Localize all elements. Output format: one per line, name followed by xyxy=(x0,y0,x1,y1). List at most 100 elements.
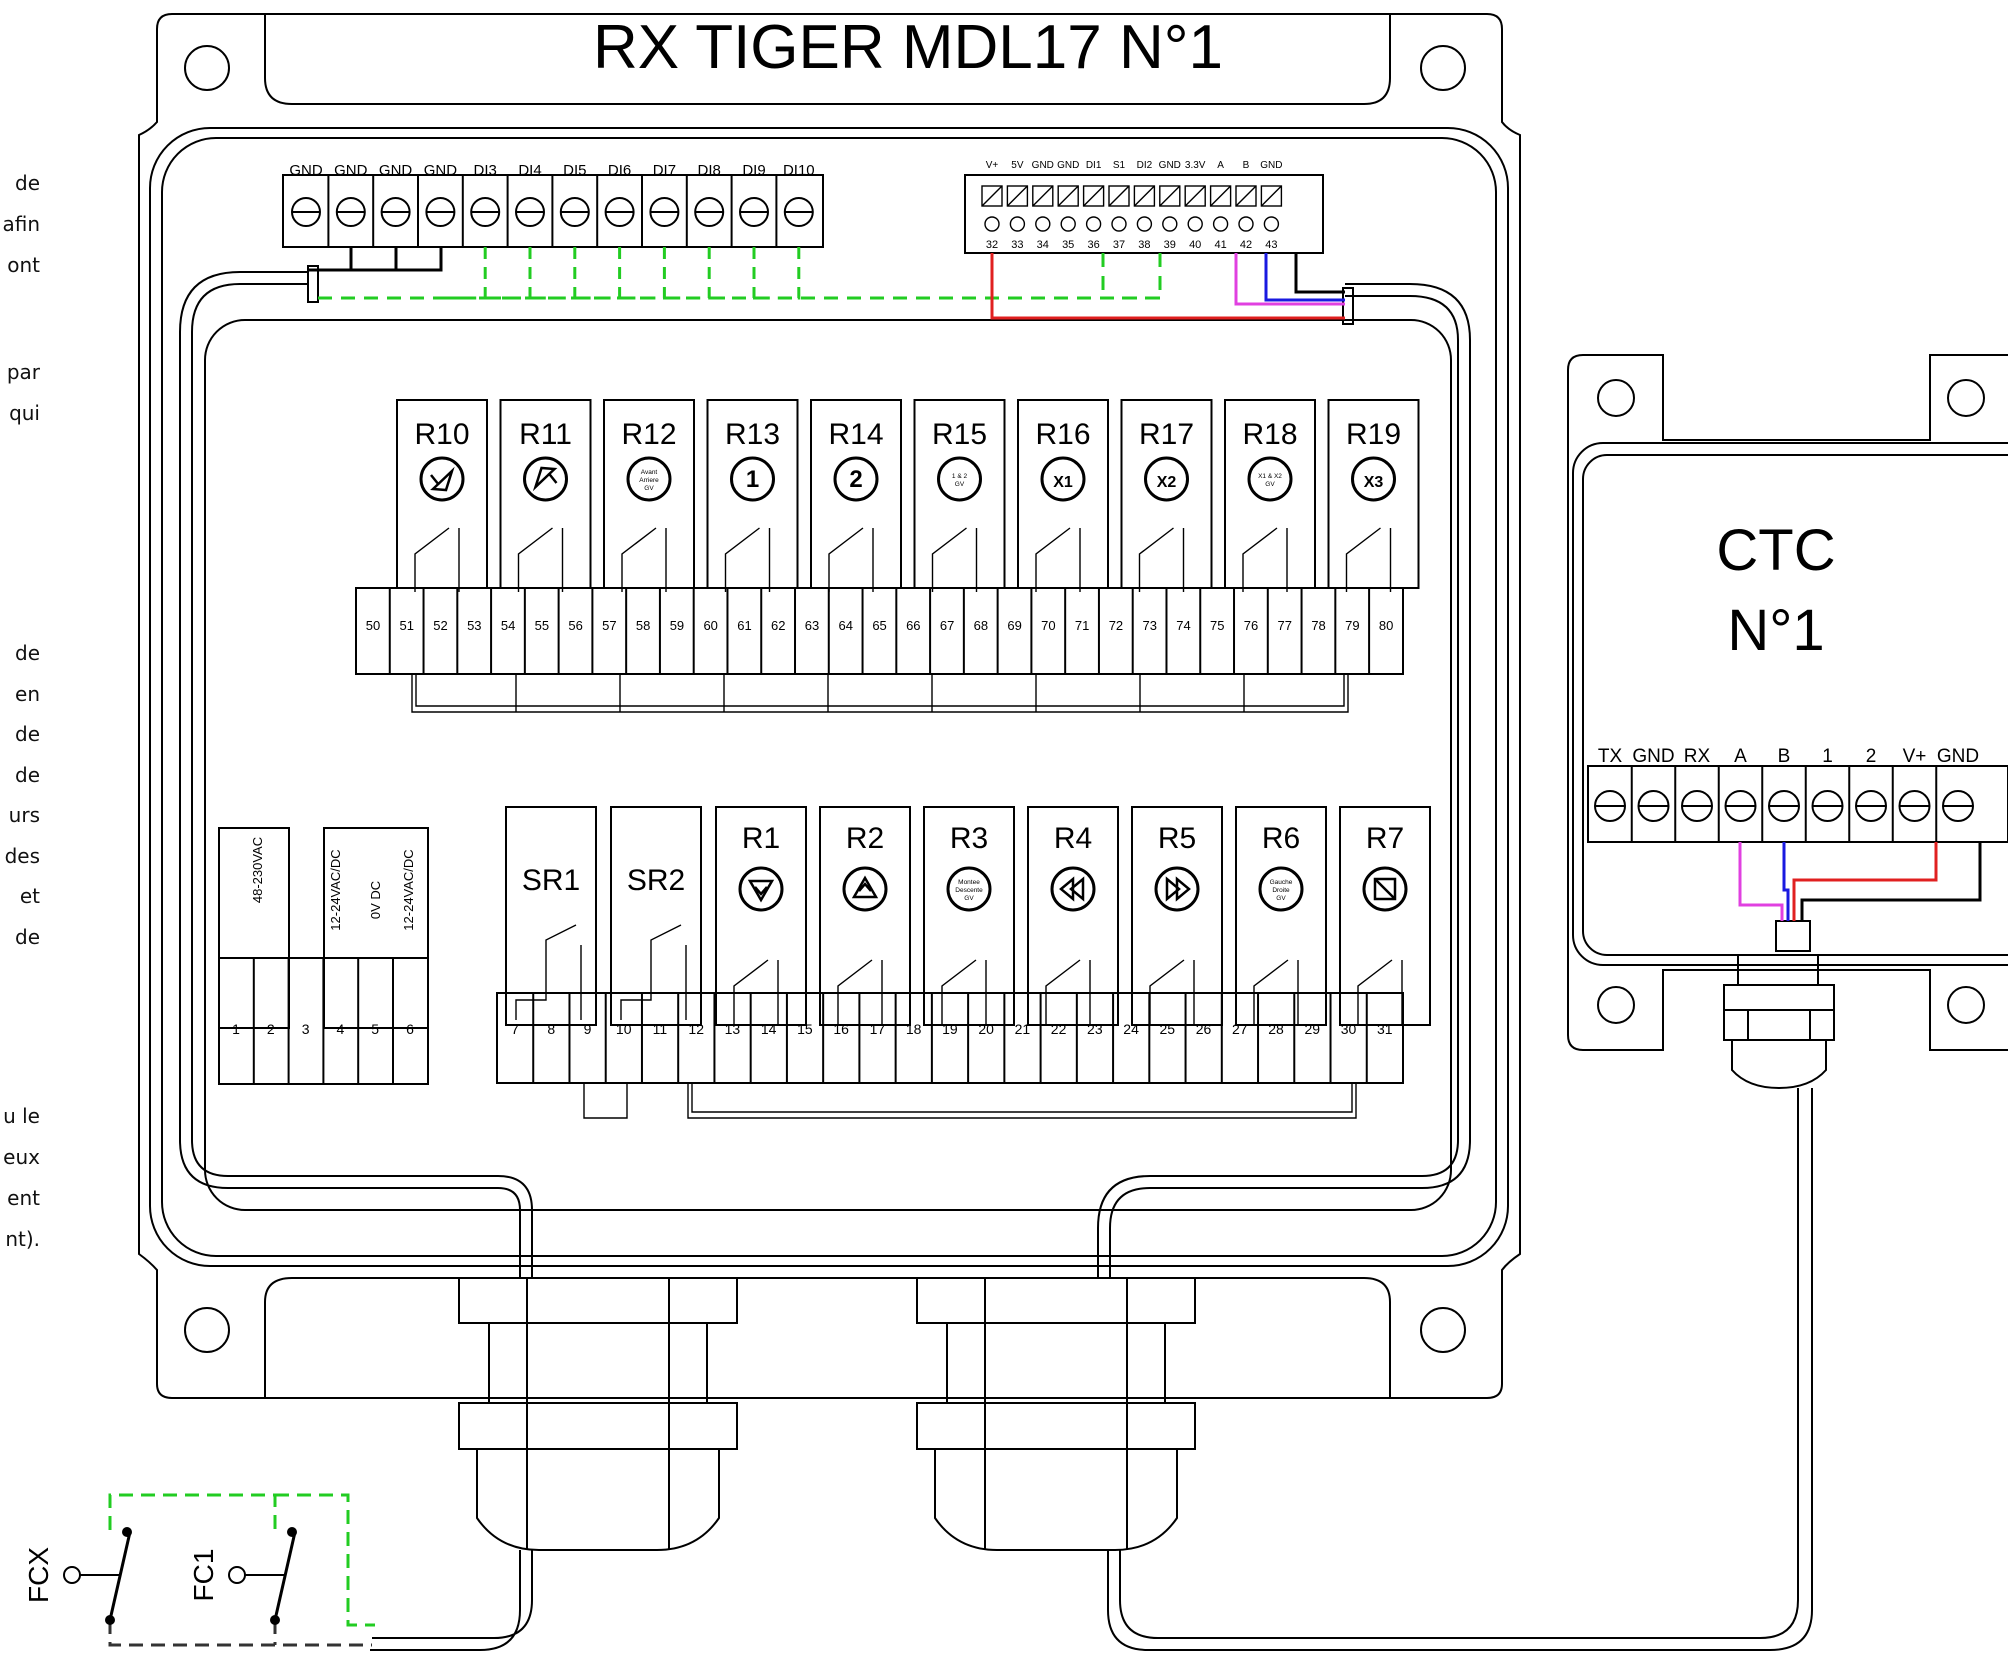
relay-contact xyxy=(414,527,460,592)
ctc-gland-ring-icon xyxy=(1723,984,1835,1011)
di-label: DI9 xyxy=(742,162,765,179)
text-badge-icon xyxy=(946,866,992,912)
relay-body xyxy=(1131,806,1223,1026)
terminal-number: 62 xyxy=(771,618,785,633)
relay-contact xyxy=(931,527,978,592)
io-pin-icon xyxy=(984,216,1000,232)
relay-label: R5 xyxy=(1158,822,1196,855)
margin-text-line: eux xyxy=(3,1145,40,1169)
text-badge-icon xyxy=(626,456,672,502)
relay-contact xyxy=(1138,527,1185,592)
rx-title: RX TIGER MDL17 N°1 xyxy=(593,13,1223,82)
power-dc-block xyxy=(323,827,429,1029)
terminal-number: 3 xyxy=(302,1021,310,1037)
io-pin-icon xyxy=(1263,216,1280,232)
number-badge-icon xyxy=(1351,456,1396,502)
relay-body xyxy=(715,806,807,1026)
margin-text-line: de xyxy=(15,722,40,746)
badge-text: GV xyxy=(644,485,654,492)
di-label: GND xyxy=(379,162,413,179)
arrow-right-triangle-icon xyxy=(430,466,455,492)
relay-r1 xyxy=(715,806,807,1026)
badge-text: Avant xyxy=(641,469,658,476)
badge-text: GV xyxy=(964,895,974,902)
ctc-terminal-label: TX xyxy=(1598,746,1623,767)
terminal-number: 30 xyxy=(1341,1021,1357,1037)
io-pin-icon xyxy=(1060,216,1076,232)
terminal-number: 74 xyxy=(1176,618,1190,633)
terminal-number: 59 xyxy=(670,618,684,633)
badge-text: X3 xyxy=(1364,474,1384,491)
relay-contact xyxy=(515,924,582,1020)
terminal-number: 80 xyxy=(1379,618,1393,633)
mounting-hole-icon xyxy=(1420,45,1466,91)
relay-contact xyxy=(621,527,667,592)
mounting-hole-icon xyxy=(184,1307,230,1353)
stop-mark-icon xyxy=(1373,877,1397,901)
upper-terminal-strip xyxy=(355,587,1404,675)
di-wire xyxy=(574,247,622,300)
terminal-number: 60 xyxy=(703,618,717,633)
arrow-left-triangle-icon xyxy=(532,466,558,492)
ctc-title: N°1 xyxy=(1727,598,1824,663)
io-slot-mark xyxy=(1184,185,1206,207)
badge-text: Montee xyxy=(958,879,980,886)
terminal-number: 11 xyxy=(653,1021,668,1037)
terminal-number: 4 xyxy=(337,1021,345,1037)
terminal-number: 66 xyxy=(906,618,920,633)
terminal-number: 12 xyxy=(688,1021,704,1037)
io-slot xyxy=(1235,185,1257,207)
terminal-number: 57 xyxy=(602,618,616,633)
rx-tiger-enclosure xyxy=(138,13,1521,1551)
io-number: 38 xyxy=(1138,239,1150,251)
io-slot-mark xyxy=(1032,185,1054,207)
number-badge-icon xyxy=(833,456,879,502)
relay-label: R7 xyxy=(1366,822,1404,855)
badge-text: Descente xyxy=(955,887,983,894)
io-slot xyxy=(1260,185,1283,207)
cable-end xyxy=(1342,287,1354,325)
text-badge-icon xyxy=(1247,456,1293,502)
cable-switches xyxy=(370,1550,533,1651)
badge-text: GV xyxy=(1265,481,1275,488)
upper-bridge-inner xyxy=(415,674,1345,707)
di-label: DI7 xyxy=(653,162,676,179)
terminal-number: 67 xyxy=(940,618,954,633)
terminal-number: 52 xyxy=(433,618,447,633)
ctc-terminal-label: A xyxy=(1734,746,1747,767)
io-number: 33 xyxy=(1011,239,1023,251)
terminal-number: 68 xyxy=(974,618,988,633)
mounting-hole-icon xyxy=(1947,986,1985,1024)
switch-actuator-icon xyxy=(228,1566,246,1584)
ground-wire xyxy=(1294,253,1345,294)
terminal-number: 79 xyxy=(1345,618,1359,633)
margin-text-line: de xyxy=(15,924,40,949)
relay-contact xyxy=(828,527,874,592)
di-wire xyxy=(485,247,532,300)
io-number: 32 xyxy=(986,239,998,251)
io-label: GND xyxy=(1260,160,1282,171)
io-slot-mark xyxy=(1133,185,1155,207)
terminal-number: 23 xyxy=(1087,1021,1103,1037)
ctc-terminal-label: 2 xyxy=(1866,746,1877,767)
di-wire xyxy=(709,247,756,300)
terminal-number: 31 xyxy=(1377,1021,1393,1037)
ctc-terminal-label: 1 xyxy=(1822,746,1833,767)
terminal-number: 18 xyxy=(906,1021,922,1037)
io-pin-icon xyxy=(1136,216,1153,232)
io-pin-icon xyxy=(1035,216,1051,232)
relay-contact xyxy=(517,527,564,592)
relay-label: R19 xyxy=(1346,418,1401,451)
relay-contact xyxy=(724,527,771,592)
terminal-number: 13 xyxy=(725,1021,741,1037)
io-slot xyxy=(1159,185,1181,207)
terminal-number: 73 xyxy=(1142,618,1156,633)
enclosure-body-outer xyxy=(149,127,1509,1267)
io-pin-icon xyxy=(1238,216,1254,232)
relay-label: R14 xyxy=(828,418,883,451)
rewind-icon xyxy=(1050,866,1096,912)
ctc-terminal-label: RX xyxy=(1684,746,1711,767)
terminal-number: 71 xyxy=(1075,618,1089,633)
terminal-number: 76 xyxy=(1244,618,1258,633)
gland-ring-icon xyxy=(916,1402,1196,1450)
